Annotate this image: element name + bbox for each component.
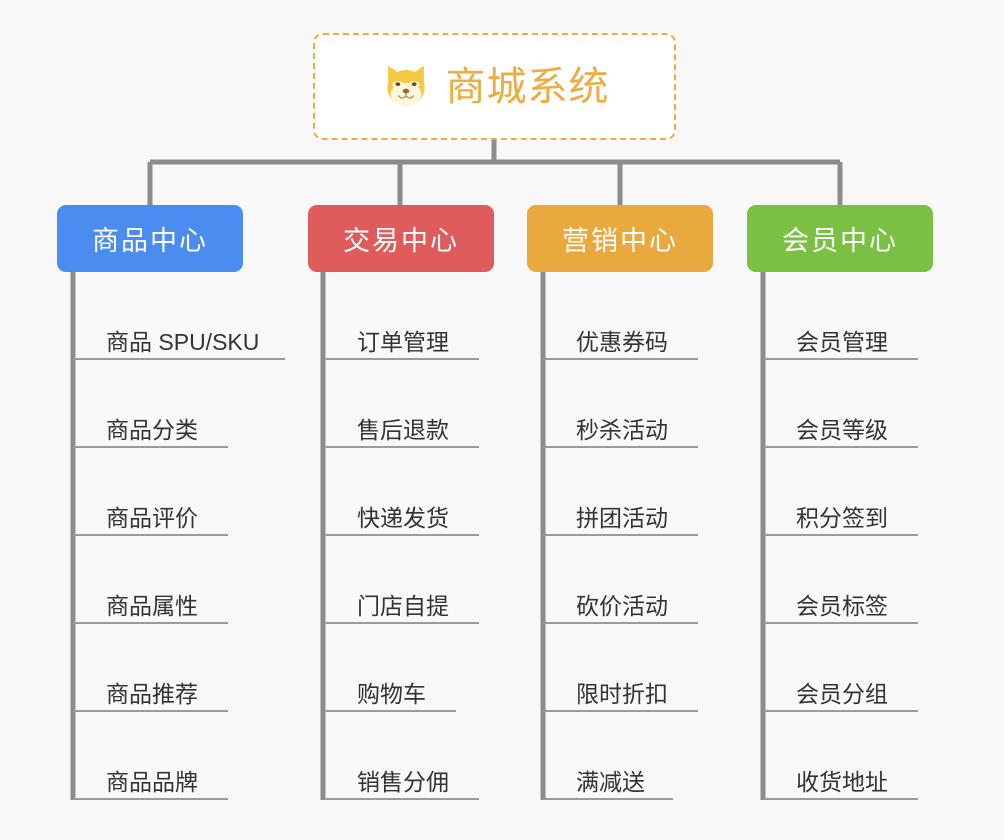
leaf-item[interactable]: 会员等级 xyxy=(763,360,918,448)
leaf-item[interactable]: 商品 SPU/SKU xyxy=(73,272,285,360)
leaf-item[interactable]: 门店自提 xyxy=(324,536,479,624)
leaf-item-label: 商品 SPU/SKU xyxy=(106,328,260,355)
leaf-item-label: 满减送 xyxy=(576,768,645,795)
category-header-label: 商品中心 xyxy=(92,226,208,256)
leaf-item-label: 售后退款 xyxy=(357,416,449,443)
leaf-item[interactable]: 满减送 xyxy=(543,712,673,800)
leaf-item-label: 积分签到 xyxy=(796,504,888,531)
leaf-item[interactable]: 秒杀活动 xyxy=(543,360,698,448)
leaf-list-member-center: 会员管理会员等级积分签到会员标签会员分组收货地址 xyxy=(763,272,949,800)
leaf-item-label: 限时折扣 xyxy=(576,680,668,707)
leaf-list-trade-center: 订单管理售后退款快递发货门店自提购物车销售分佣 xyxy=(324,272,510,800)
leaf-item-label: 会员分组 xyxy=(796,680,888,707)
leaf-item-label: 商品评价 xyxy=(106,504,198,531)
root-title: 商城系统 xyxy=(445,64,610,109)
leaf-item[interactable]: 销售分佣 xyxy=(324,712,479,800)
leaf-item[interactable]: 限时折扣 xyxy=(543,624,698,712)
leaf-list-marketing-center: 优惠券码秒杀活动拼团活动砍价活动限时折扣满减送 xyxy=(543,272,729,800)
leaf-item-label: 拼团活动 xyxy=(576,504,668,531)
leaf-item-label: 会员等级 xyxy=(796,416,888,443)
leaf-item-label: 商品分类 xyxy=(106,416,198,443)
leaf-item[interactable]: 商品评价 xyxy=(73,448,228,536)
leaf-item[interactable]: 商品属性 xyxy=(73,536,228,624)
leaf-item-label: 商品推荐 xyxy=(106,680,198,707)
leaf-item-label: 门店自提 xyxy=(357,592,449,619)
category-header-label: 会员中心 xyxy=(782,226,898,256)
leaf-item[interactable]: 快递发货 xyxy=(324,448,479,536)
leaf-item[interactable]: 拼团活动 xyxy=(543,448,698,536)
leaf-item-label: 优惠券码 xyxy=(576,328,668,355)
shiba-dog-face-icon xyxy=(386,65,425,106)
leaf-item-label: 快递发货 xyxy=(357,504,449,531)
leaf-item[interactable]: 商品品牌 xyxy=(73,712,228,800)
leaf-item-label: 商品品牌 xyxy=(106,768,198,795)
category-header-marketing-center[interactable]: 营销中心 xyxy=(527,205,713,272)
category-header-label: 交易中心 xyxy=(343,226,459,256)
leaf-list-product-center: 商品 SPU/SKU 商品分类商品评价商品属性商品推荐商品品牌 xyxy=(73,272,285,800)
leaf-item[interactable]: 商品推荐 xyxy=(73,624,228,712)
leaf-item[interactable]: 会员分组 xyxy=(763,624,918,712)
leaf-item-label: 商品属性 xyxy=(106,592,198,619)
leaf-item[interactable]: 会员管理 xyxy=(763,272,918,360)
leaf-item-label: 销售分佣 xyxy=(357,768,449,795)
category-header-trade-center[interactable]: 交易中心 xyxy=(308,205,494,272)
leaf-item-label: 购物车 xyxy=(357,680,426,707)
leaf-item-label: 订单管理 xyxy=(357,328,449,355)
leaf-item[interactable]: 砍价活动 xyxy=(543,536,698,624)
leaf-item[interactable]: 售后退款 xyxy=(324,360,479,448)
leaf-item[interactable]: 购物车 xyxy=(324,624,456,712)
leaf-item[interactable]: 收货地址 xyxy=(763,712,918,800)
leaf-item-label: 会员标签 xyxy=(796,592,888,619)
category-header-member-center[interactable]: 会员中心 xyxy=(747,205,933,272)
leaf-item-label: 收货地址 xyxy=(796,768,888,795)
leaf-item[interactable]: 会员标签 xyxy=(763,536,918,624)
category-header-product-center[interactable]: 商品中心 xyxy=(57,205,243,272)
leaf-item-label: 会员管理 xyxy=(796,328,888,355)
leaf-item[interactable]: 优惠券码 xyxy=(543,272,698,360)
category-header-label: 营销中心 xyxy=(562,226,678,256)
leaf-item-label: 砍价活动 xyxy=(576,592,668,619)
leaf-item[interactable]: 商品分类 xyxy=(73,360,228,448)
leaf-item-label: 秒杀活动 xyxy=(576,416,668,443)
root-node[interactable]: 商城系统 xyxy=(313,33,676,140)
leaf-item[interactable]: 订单管理 xyxy=(324,272,479,360)
leaf-item[interactable]: 积分签到 xyxy=(763,448,918,536)
